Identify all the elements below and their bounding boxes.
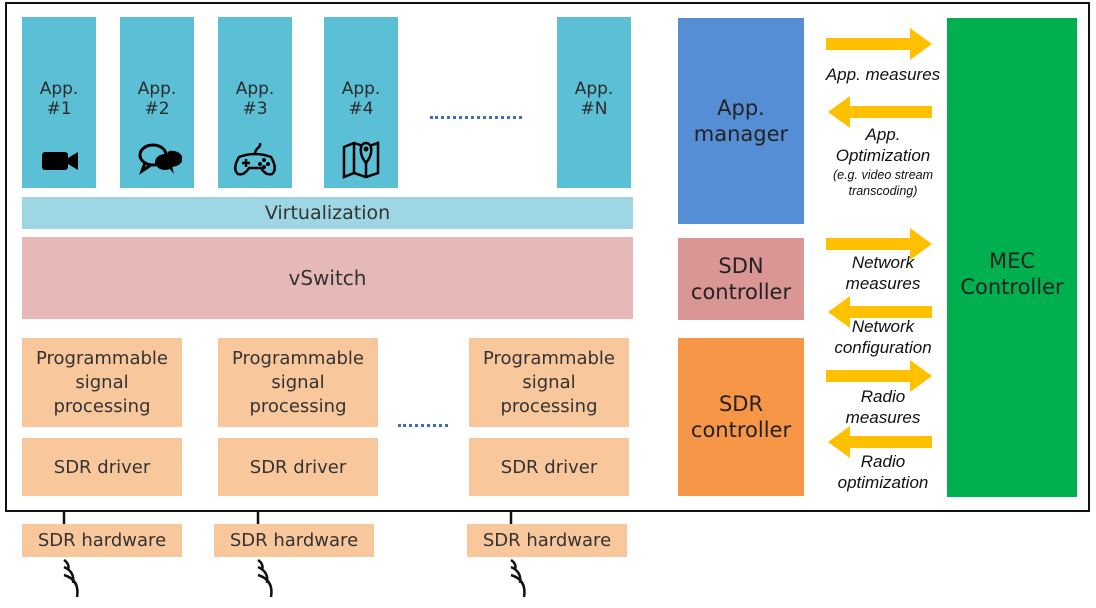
app-box-4: App. #4 bbox=[324, 17, 398, 188]
mec-controller: MEC Controller bbox=[947, 18, 1077, 497]
vswitch-layer: vSwitch bbox=[22, 237, 633, 319]
app-label-4: App. #4 bbox=[341, 79, 381, 119]
signal-processing-1: Programmable signal processing bbox=[22, 338, 182, 427]
sdr-hardware-3: SDR hardware bbox=[467, 524, 627, 557]
signal-processing-2: Programmable signal processing bbox=[218, 338, 378, 427]
virtualization-layer: Virtualization bbox=[22, 197, 633, 229]
app-box-3: App. #3 bbox=[218, 17, 292, 188]
sdr-controller: SDR controller bbox=[678, 338, 804, 496]
app-label-n: App. #N bbox=[574, 79, 614, 119]
video-camera-icon bbox=[42, 152, 78, 170]
apps-ellipsis bbox=[430, 116, 522, 119]
app-box-1: App. #1 bbox=[22, 17, 96, 188]
map-pin-icon bbox=[342, 141, 380, 179]
sdr-driver-2: SDR driver bbox=[218, 438, 378, 496]
app-optimization-note: (e.g. video stream transcoding) bbox=[832, 168, 934, 198]
app-optimization-label: App. Optimization bbox=[835, 125, 931, 165]
sdr-driver-3: SDR driver bbox=[469, 438, 629, 496]
network-configuration-label: Network configuration bbox=[834, 317, 932, 357]
radio-optimization-label: Radio optimization bbox=[837, 452, 929, 492]
radio-measures-label: Radio measures bbox=[845, 387, 921, 427]
mec-controller-label: MEC Controller bbox=[960, 249, 1064, 299]
hardware-connectors bbox=[62, 510, 526, 598]
app-manager: App. manager bbox=[678, 18, 804, 224]
gamepad-icon bbox=[234, 142, 276, 176]
network-measures-label: Network measures bbox=[845, 253, 921, 293]
app-label-3: App. #3 bbox=[235, 79, 275, 119]
vswitch-label: vSwitch bbox=[288, 266, 367, 290]
sdr-ellipsis bbox=[398, 424, 448, 427]
app-label-1: App. #1 bbox=[39, 79, 79, 119]
edge-node-frame bbox=[5, 2, 1090, 512]
app-label-2: App. #2 bbox=[137, 79, 177, 119]
app-box-n: App. #N bbox=[557, 17, 631, 188]
sdr-hardware-1: SDR hardware bbox=[22, 524, 182, 557]
app-box-2: App. #2 bbox=[120, 17, 194, 188]
wireless-signal-icon bbox=[63, 558, 526, 598]
sdr-driver-1: SDR driver bbox=[22, 438, 182, 496]
app-measures-label: App. measures bbox=[825, 65, 941, 84]
signal-processing-3: Programmable signal processing bbox=[469, 338, 629, 427]
virtualization-label: Virtualization bbox=[264, 202, 391, 224]
sdr-hardware-2: SDR hardware bbox=[214, 524, 374, 557]
chat-bubbles-icon bbox=[138, 143, 182, 175]
sdn-controller: SDN controller bbox=[678, 238, 804, 320]
